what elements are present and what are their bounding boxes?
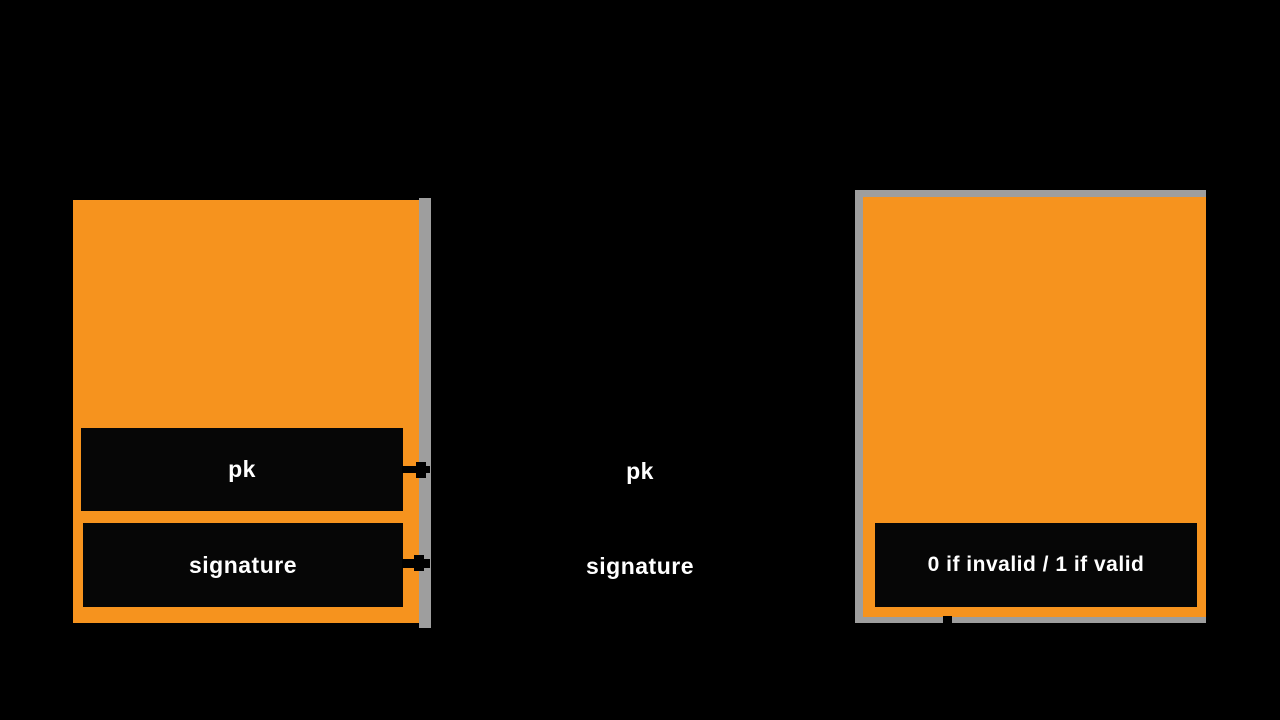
signature-slot-label: signature xyxy=(188,551,298,578)
middle-pk-label: pk xyxy=(626,458,654,484)
output-tick xyxy=(943,616,952,627)
left-card-shadow xyxy=(419,198,431,628)
pk-connector-nub xyxy=(416,462,426,478)
verify-arrow-line xyxy=(812,562,862,568)
middle-signature-label: signature xyxy=(585,553,695,579)
result-slot: 0 if invalid / 1 if valid xyxy=(875,523,1197,607)
pk-slot-label: pk xyxy=(228,456,256,482)
left-card: pk signature xyxy=(73,200,419,623)
pk-slot: pk xyxy=(81,428,403,511)
right-card: 0 if invalid / 1 if valid xyxy=(863,197,1206,617)
result-slot-label: 0 if invalid / 1 if valid xyxy=(927,553,1145,576)
signature-connector-nub xyxy=(414,555,424,571)
signature-slot: signature xyxy=(83,523,403,607)
